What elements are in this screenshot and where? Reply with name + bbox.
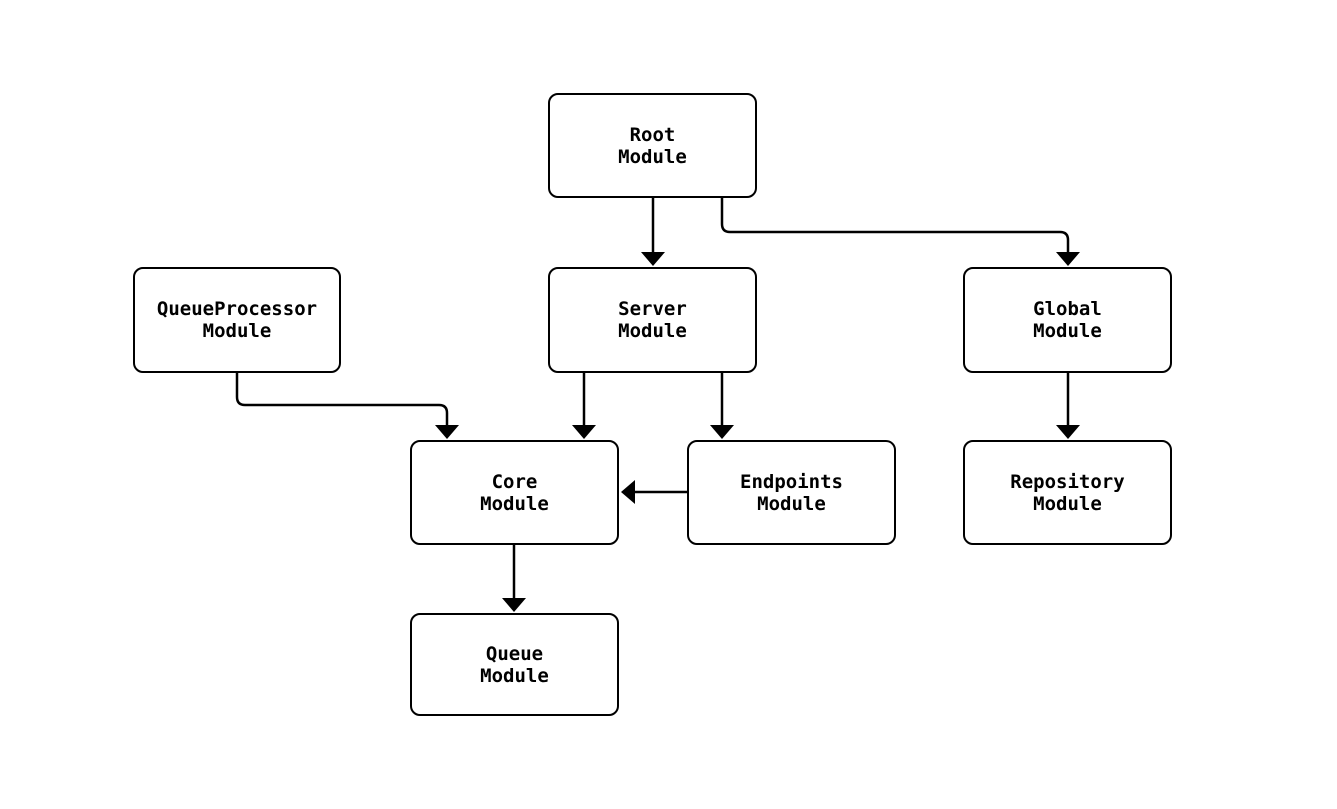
arrowhead-server-to-core <box>572 425 596 439</box>
arrowhead-root-to-global <box>1056 252 1080 266</box>
node-repository-module: Repository Module <box>963 440 1172 545</box>
arrowhead-core-to-queue <box>502 598 526 612</box>
node-endpoints-module: Endpoints Module <box>687 440 896 545</box>
arrowhead-server-to-endpoints <box>710 425 734 439</box>
arrowhead-global-to-repository <box>1056 425 1080 439</box>
arrowhead-queueprocessor-to-core <box>435 425 459 439</box>
node-server-module: Server Module <box>548 267 757 373</box>
arrowhead-endpoints-to-core <box>621 480 635 504</box>
node-root-module: Root Module <box>548 93 757 198</box>
node-queueprocessor-module: QueueProcessor Module <box>133 267 341 373</box>
node-core-module: Core Module <box>410 440 619 545</box>
edge-queueprocessor-to-core <box>235 373 449 425</box>
edge-root-to-global <box>720 198 1070 252</box>
node-queue-module: Queue Module <box>410 613 619 716</box>
arrowhead-root-to-server <box>641 252 665 266</box>
node-global-module: Global Module <box>963 267 1172 373</box>
